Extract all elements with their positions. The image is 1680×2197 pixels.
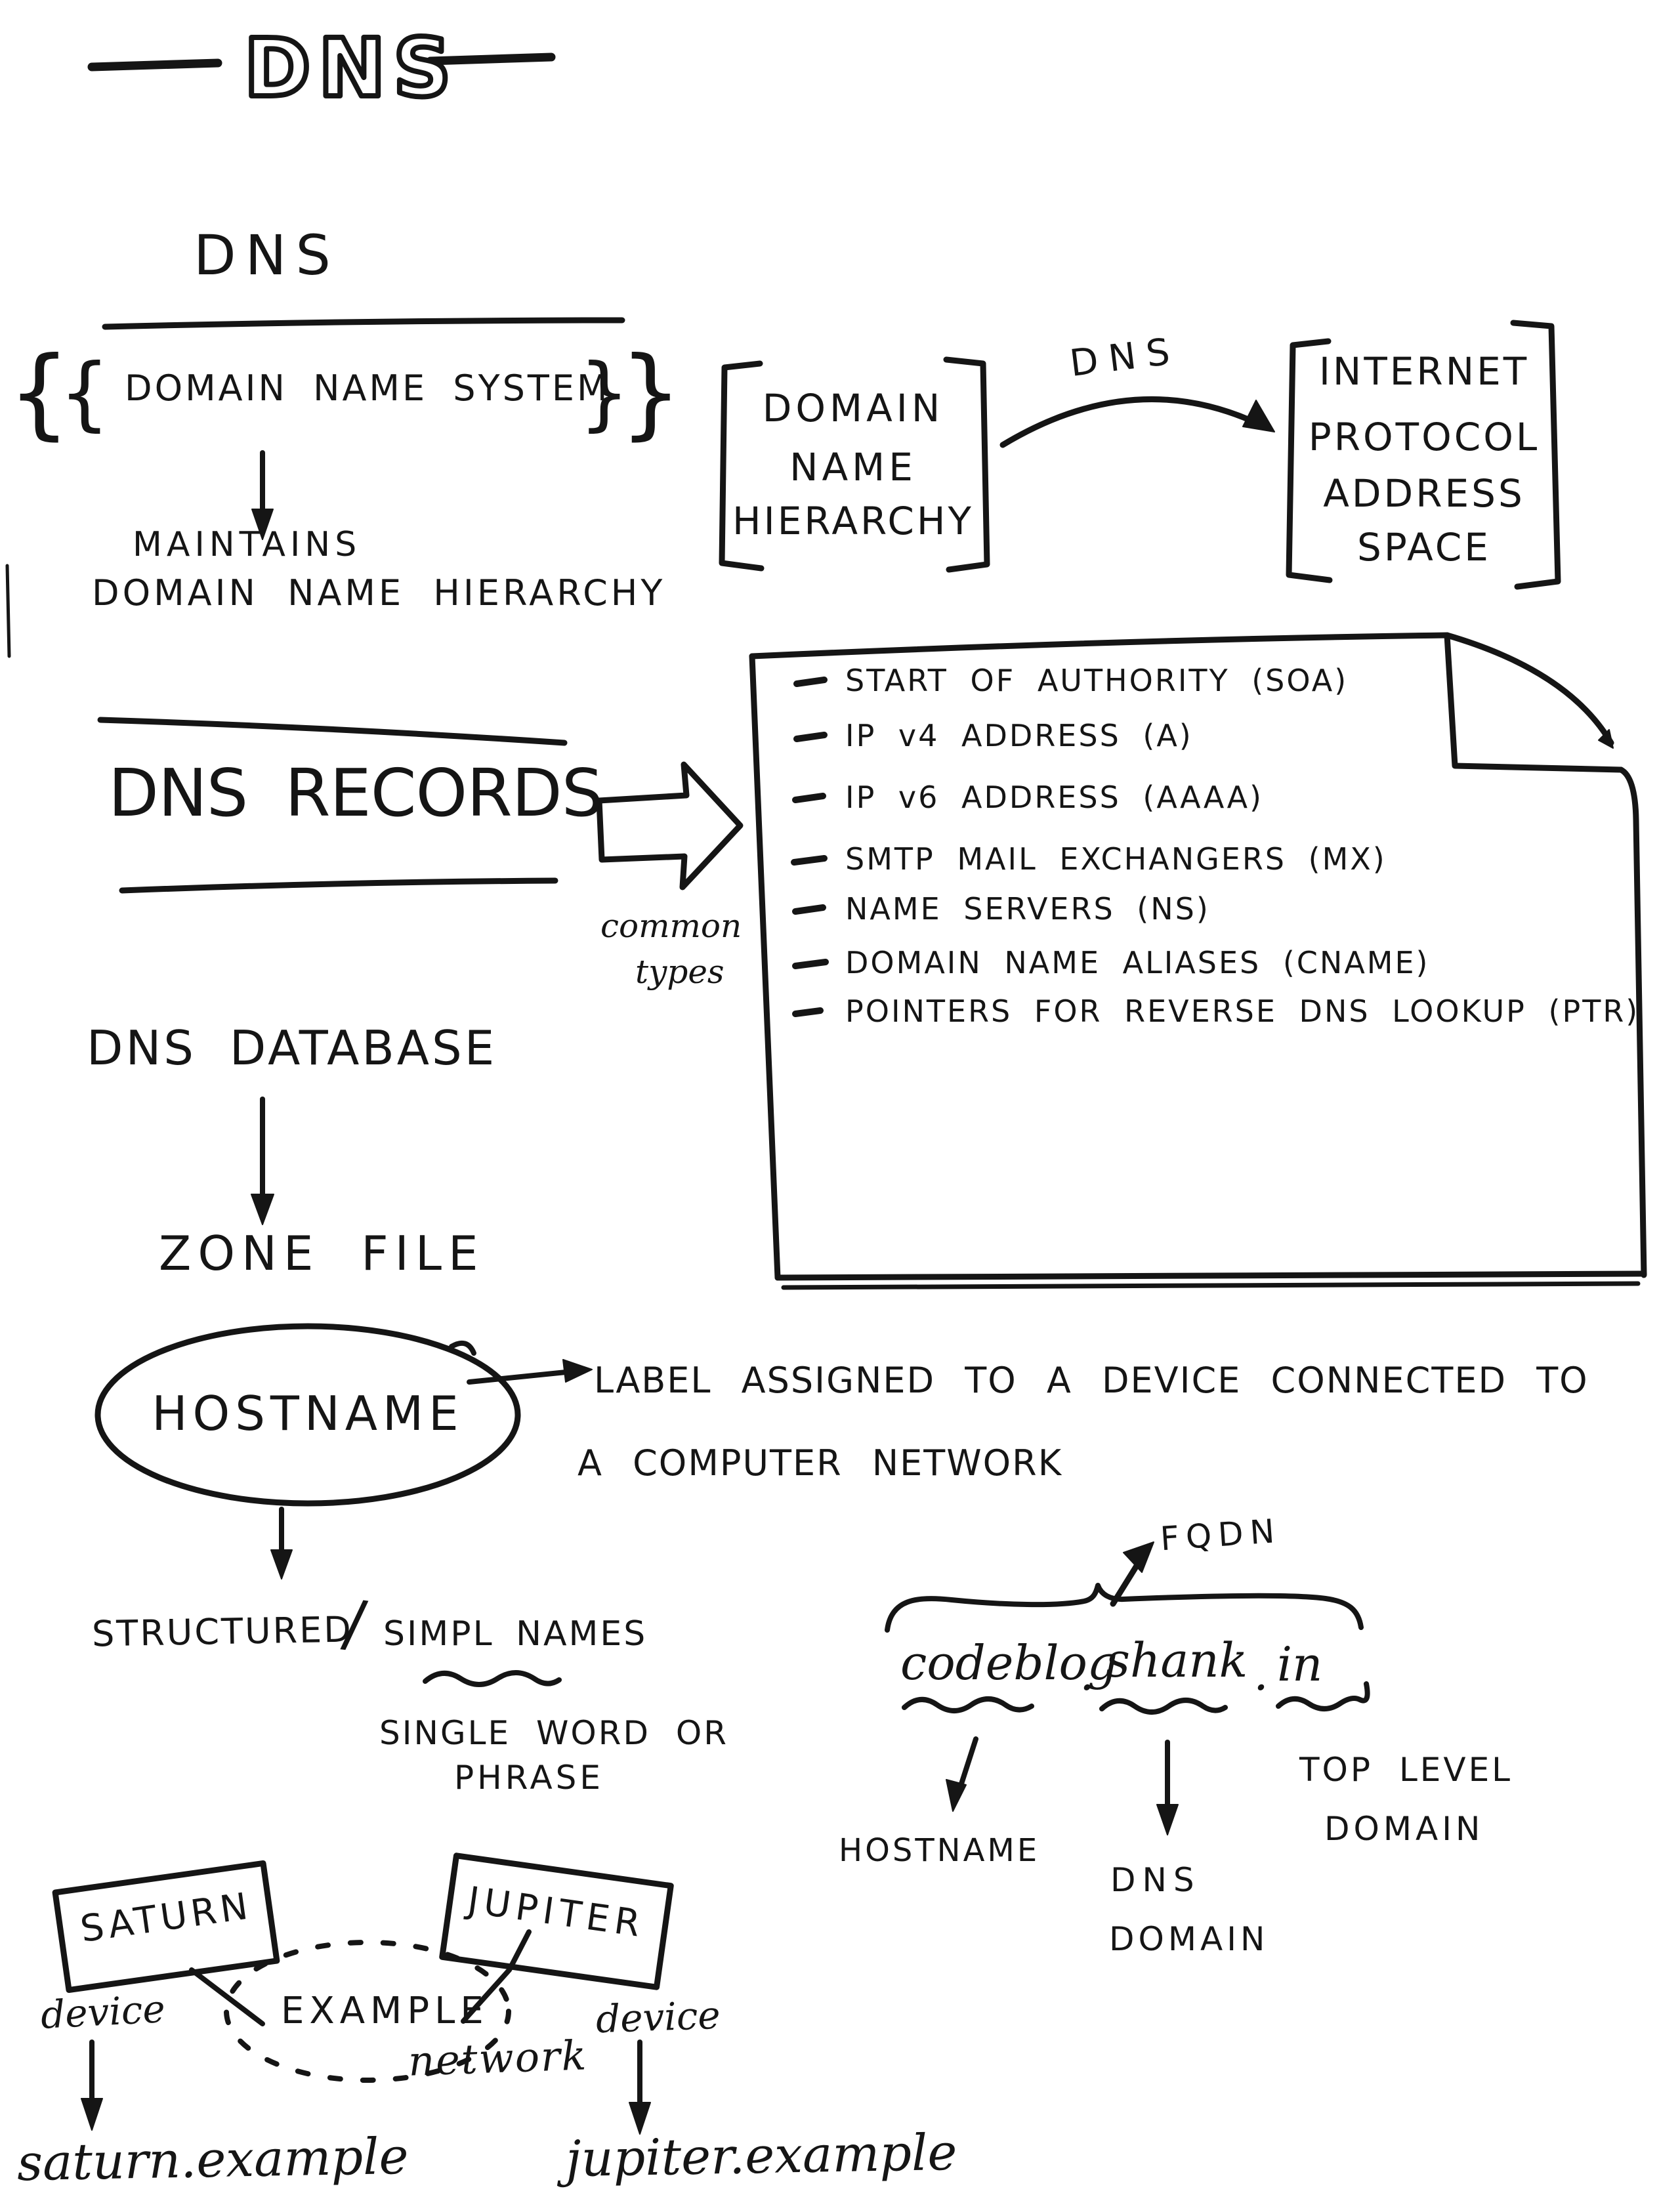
bracket-left-open [719,360,765,572]
mapping-left-line2: NAME [789,445,917,490]
page-title: DNS [244,22,459,115]
saturn-network-line [189,1967,265,2026]
fqdn-part-hostname: codeblog [900,1635,1118,1690]
hostname-oval-notch [449,1340,476,1356]
record-item-ptr: POINTERS FOR REVERSE DNS LOOKUP (PTR) [845,994,1640,1029]
names-squiggle [423,1670,562,1687]
mapping-left-line3: HIERARCHY [732,499,974,543]
saturn-fqdn: saturn.example [16,2126,410,2192]
brace-outer-open: { [8,336,71,450]
brace-outer-close: } [620,336,682,450]
sheet-right-edge [1618,766,1647,1278]
naming-simpl-names: SIMPL NAMES [383,1614,648,1654]
mapping-right-line3: ADDRESS [1323,471,1525,516]
jupiter-network-line [461,1929,532,2024]
fqdn-domain-caption-line1: DNS [1110,1861,1201,1899]
device-label-right: device [595,1992,721,2042]
hostname-definition-line2: A COMPUTER NETWORK [578,1442,1063,1484]
arrow-to-domain-labelhead [1156,1804,1179,1835]
fqdn-dot2: . [1253,1646,1269,1701]
maintains-line1: MAINTAINS [133,525,362,564]
mapping-right-line1: INTERNET [1318,349,1530,394]
hostname-oval [94,1323,521,1507]
fqdn-hostname-caption: HOSTNAME [839,1832,1040,1869]
device-label-left: device [39,1986,167,2038]
dns-arc-arrow [999,396,1265,448]
fqdn-dot1: . [1080,1646,1095,1701]
sheet-fold-inner [1444,632,1624,773]
sheet-fold-barb [1598,729,1614,749]
bracket-left-close [943,356,990,573]
brace-inner-open: { [59,346,110,440]
simple-note-line2: PHRASE [454,1759,604,1797]
records-block-arrow [596,761,744,890]
fqdn-part-tld: in [1277,1637,1323,1692]
record-item-ns: NAME SERVERS (NS) [845,891,1210,927]
record-item-soa: START OF AUTHORITY (SOA) [845,663,1349,698]
sheet-top-edge [749,632,1450,659]
maintains-line2: DOMAIN NAME HIERARCHY [92,572,666,614]
hostname-def-arrow [467,1369,575,1385]
squiggle-tld [1276,1681,1370,1711]
example-network-name: EXAMPLE [281,1990,489,2032]
title-right-dash [426,52,556,66]
database-down-arrowhead [251,1194,274,1225]
squiggle-domain [1099,1698,1228,1715]
records-arrow-caption1: common [600,907,742,945]
jupiter-box [439,1852,674,1990]
database-heading: DNS DATABASE [87,1020,497,1076]
network-oval [224,1940,511,2083]
fqdn-part-domain: shank [1106,1633,1248,1688]
squiggle-hostname [902,1696,1034,1713]
dns-underline [102,317,625,330]
bracket-right-close [1510,320,1561,590]
records-overline [97,717,568,746]
fqdn-tld-caption-line2: DOMAIN [1324,1810,1484,1848]
simple-note-line1: SINGLE WORD OR [379,1714,728,1752]
mapping-right-line4: SPACE [1357,525,1491,570]
dns-definition: DOMAIN NAME SYSTEM [125,367,610,409]
records-heading: DNS RECORDS [108,755,603,831]
record-item-cname: DOMAIN NAME ALIASES (CNAME) [845,945,1430,980]
record-item-mx: SMTP MAIL EXCHANGERS (MX) [845,841,1387,877]
title-left-dash [87,58,222,72]
saturn-box [52,1860,280,1994]
sheet-bottom-edge2 [781,1281,1641,1290]
records-arrow-caption2: types [635,953,724,991]
record-item-aaaa: IP v6 ADDRESS (AAAA) [845,780,1263,815]
dns-arc-arrowhead [1242,400,1275,432]
sheet-bottom-edge [774,1270,1647,1281]
jupiter-fqdn: jupiter.example [565,2122,958,2188]
hostname-naming-arrowhead [270,1549,293,1580]
jupiter-fqdn-arrowhead [629,2102,651,2135]
intro-down-arrowhead [251,509,274,540]
hostname-label: HOSTNAME [152,1386,464,1441]
bracket-right-open [1286,338,1333,583]
example-network-label: network [407,2031,589,2085]
fqdn-arrowhead [1123,1541,1154,1573]
fqdn-overbrace [885,1583,1364,1633]
hostname-definition-line1: LABEL ASSIGNED TO A DEVICE CONNECTED TO [594,1360,1589,1401]
mapping-left-line1: DOMAIN [762,386,944,430]
naming-structured: STRUCTURED [91,1608,354,1655]
stray-mark [5,564,11,658]
sheet-item-dashes [791,677,829,1017]
fqdn-tld-caption-line1: TOP LEVEL [1299,1751,1513,1789]
record-item-a: IP v4 ADDRESS (A) [845,718,1193,753]
sheet-fold-curl [1444,632,1614,746]
mapping-right-line2: PROTOCOL [1308,415,1540,459]
fqdn-domain-caption-line2: DOMAIN [1109,1920,1269,1958]
sheet-left-edge [749,653,781,1281]
dns-heading: DNS [194,223,340,287]
records-underline [119,877,558,894]
zone-file: ZONE FILE [159,1226,485,1281]
arrow-to-hostname-labelhead [946,1779,967,1812]
brace-inner-close: } [579,346,630,440]
saturn-fqdn-arrowhead [81,2098,103,2131]
hostname-def-arrowhead [562,1359,593,1383]
